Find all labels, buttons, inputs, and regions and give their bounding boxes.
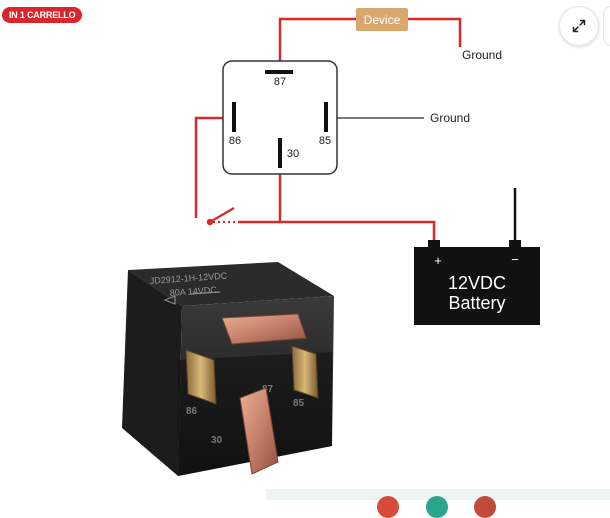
wire-86-to-switch	[194, 116, 223, 218]
expand-arrows-icon	[572, 19, 586, 33]
device-box	[356, 8, 408, 31]
wire-87-to-device	[278, 17, 356, 61]
battery-plus-sign: +	[434, 253, 442, 268]
device-label: Device	[364, 13, 401, 27]
terminal-85	[291, 345, 319, 399]
terminal-86	[185, 349, 217, 405]
switch-symbol	[206, 207, 238, 226]
terminal-87	[221, 313, 307, 345]
in-cart-badge: IN 1 CARRELLO	[2, 7, 83, 23]
ground-label-top: Ground	[462, 48, 502, 62]
relay-wiring-image: Device Ground Ground 87 86 85 30 + − 12V…	[122, 8, 540, 476]
next-image-button-edge[interactable]	[603, 6, 610, 46]
thumbnail-strip	[266, 489, 610, 500]
battery-voltage-label: 12VDC	[448, 273, 506, 293]
relay-pin-85-marking: 85	[293, 398, 305, 409]
relay-print-line2: 80A 14VDC	[169, 285, 217, 298]
thumbnail-dark-red[interactable]	[474, 496, 496, 518]
relay-photo: JD2912-1H-12VDC 80A 14VDC 87 86 85 30	[122, 262, 334, 476]
pin-30-label: 30	[287, 148, 299, 160]
wire-device-to-ground	[408, 17, 462, 47]
wiring-diagram: Device Ground Ground 87 86 85 30 + − 12V…	[194, 8, 540, 325]
pin-87-label: 87	[274, 76, 286, 88]
relay-pin-30-marking: 30	[211, 435, 223, 446]
relay-pin-86-marking: 86	[186, 406, 198, 417]
pin-86-label: 86	[229, 135, 241, 147]
battery-box	[414, 247, 540, 325]
expand-image-button[interactable]	[559, 6, 599, 46]
wire-30-to-battery	[278, 174, 436, 242]
thumbnail-red[interactable]	[377, 496, 399, 518]
thumbnail-teal[interactable]	[426, 496, 448, 518]
terminal-30	[239, 387, 279, 475]
pin-85-label: 85	[319, 135, 331, 147]
battery-name-label: Battery	[448, 293, 505, 313]
relay-pin-87-marking: 87	[262, 384, 274, 395]
ground-label-mid: Ground	[430, 111, 470, 125]
relay-schematic-box	[222, 60, 338, 175]
battery-minus-sign: −	[511, 252, 519, 267]
